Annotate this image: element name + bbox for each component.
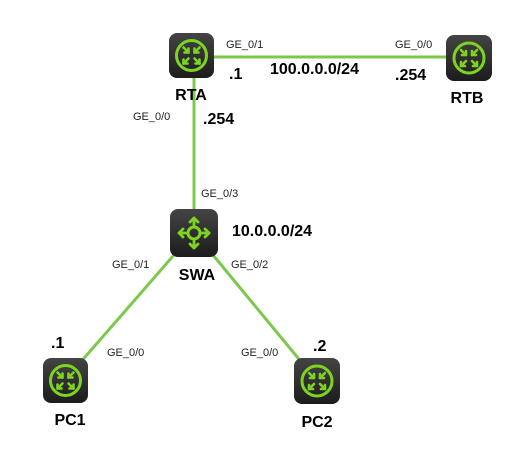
address-pc2: .2 — [313, 338, 326, 355]
device-name-swa: SWA — [179, 267, 216, 284]
device-rta[interactable] — [169, 33, 214, 78]
address-rta-wan: .1 — [229, 66, 242, 83]
network-label-wan: 100.0.0.0/24 — [270, 61, 359, 78]
port-label-swa-ge01: GE_0/1 — [112, 259, 149, 271]
device-name-rta: RTA — [175, 87, 207, 104]
port-label-rtb-ge00: GE_0/0 — [395, 39, 432, 51]
port-label-swa-ge03: GE_0/3 — [201, 188, 238, 200]
links — [63, 55, 470, 382]
network-label-lan: 10.0.0.0/24 — [232, 223, 312, 240]
link-swa-pc1 — [63, 231, 196, 381]
port-label-rta-ge01: GE_0/1 — [226, 39, 263, 51]
device-name-rtb: RTB — [451, 90, 484, 107]
device-pc1[interactable] — [43, 358, 88, 403]
port-label-rta-ge00: GE_0/0 — [133, 111, 170, 123]
device-rtb[interactable] — [446, 35, 492, 81]
port-label-swa-ge02: GE_0/2 — [231, 259, 268, 271]
address-pc1: .1 — [51, 335, 64, 352]
device-swa[interactable] — [170, 209, 218, 257]
port-label-pc2-ge00: GE_0/0 — [241, 347, 278, 359]
device-name-pc2: PC2 — [301, 414, 332, 431]
address-rtb-wan: .254 — [395, 67, 426, 84]
device-name-pc1: PC1 — [54, 412, 85, 429]
link-swa-pc2 — [192, 231, 319, 382]
address-rta-lan: .254 — [203, 111, 234, 128]
port-label-pc1-ge00: GE_0/0 — [107, 347, 144, 359]
device-pc2[interactable] — [294, 358, 340, 404]
